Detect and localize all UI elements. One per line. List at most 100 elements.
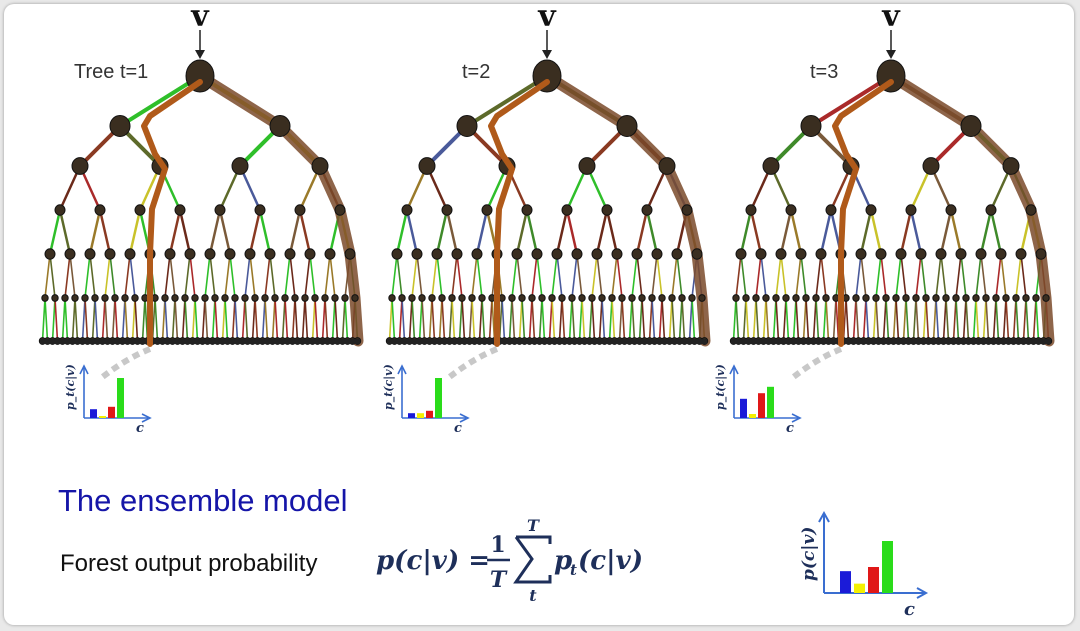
tree-edge	[899, 208, 913, 256]
tree-edge	[284, 253, 291, 299]
tree-node	[521, 204, 533, 216]
tree-edge	[274, 297, 279, 342]
tree-2-title: t=2	[462, 61, 490, 83]
formula-rhs-sub: t	[570, 561, 577, 579]
tree-node	[922, 157, 940, 175]
tree-edge	[189, 253, 196, 299]
tree-node	[418, 157, 436, 175]
tree-edge	[304, 253, 311, 299]
tree-node	[671, 248, 683, 260]
tree-edge	[975, 297, 980, 342]
tree-node	[401, 204, 413, 216]
histogram-bar	[767, 386, 774, 418]
tree-edge	[541, 297, 546, 342]
tree-edge	[869, 208, 883, 256]
tree-edge	[411, 297, 416, 342]
tree-node	[304, 248, 316, 260]
tree-edge	[909, 208, 923, 256]
histogram-x-arrowhead	[459, 413, 470, 423]
tree-edge	[809, 74, 893, 128]
histogram-bar	[758, 393, 765, 418]
tree-edge	[852, 297, 857, 342]
tree-edge	[671, 253, 678, 299]
tree-edge	[1012, 297, 1017, 342]
tree-edge	[892, 297, 897, 342]
tree-edge	[121, 297, 126, 342]
tree-edge	[995, 297, 1000, 342]
tree-edge	[44, 253, 51, 299]
tree-node	[456, 115, 478, 137]
tree-edge	[895, 297, 900, 342]
tree-edge	[902, 297, 907, 342]
leaf-row	[731, 339, 1051, 344]
tree-node	[334, 204, 346, 216]
tree-edge	[992, 297, 997, 342]
tree-edge	[900, 253, 907, 299]
tree-edge	[408, 297, 413, 342]
tree-edge	[735, 297, 740, 342]
histogram-bar	[90, 409, 97, 418]
tree-edge	[416, 253, 423, 299]
tree-edge	[775, 297, 780, 342]
tree-edge	[598, 297, 603, 342]
tree-edge	[396, 253, 403, 299]
tree-edge	[301, 297, 306, 342]
tree-edge	[885, 297, 890, 342]
tree-edge	[471, 253, 478, 299]
ensemble-bar	[840, 571, 851, 593]
tree-edge	[651, 253, 658, 299]
formula-numerator: 1	[490, 532, 505, 558]
histogram-x-arrowhead	[141, 413, 152, 423]
histogram-y-label: p_t(c|v)	[714, 364, 728, 410]
tree-edge	[641, 297, 646, 342]
tree-edge	[104, 297, 109, 342]
tree-node	[902, 294, 910, 302]
tree-edge	[109, 253, 116, 299]
tree-node	[1015, 248, 1027, 260]
histogram-bar	[417, 413, 424, 418]
tree-edge	[920, 253, 927, 299]
leaf-to-histogram-arrow	[789, 346, 843, 382]
tree-edge	[779, 208, 793, 256]
tree-edge	[321, 297, 326, 342]
tree-edge	[880, 253, 887, 299]
tree-edge	[161, 297, 166, 342]
tree-edge	[395, 208, 409, 256]
tree-edge	[51, 297, 56, 342]
tree-node	[131, 294, 139, 302]
tree-edge	[611, 253, 618, 299]
tree-edge	[191, 297, 196, 342]
tree-edge	[284, 297, 289, 342]
tree-edge	[154, 297, 159, 342]
tree-node	[945, 204, 957, 216]
tree-node	[54, 204, 66, 216]
tree-edge	[84, 253, 91, 299]
tree-node	[775, 248, 787, 260]
tree-edge	[556, 253, 563, 299]
tree-node	[161, 294, 169, 302]
histogram-bar	[749, 414, 756, 418]
tree-node	[872, 294, 880, 302]
tree-edge	[521, 297, 526, 342]
tree-node	[862, 294, 870, 302]
tree-node	[508, 294, 516, 302]
tree-edge	[451, 297, 456, 342]
tree-edge	[939, 208, 953, 256]
leaf-row	[387, 339, 707, 344]
tree-edge	[860, 253, 867, 299]
tree-node	[331, 294, 339, 302]
tree-node	[548, 294, 556, 302]
tree-node	[658, 157, 676, 175]
tree-node	[481, 204, 493, 216]
tree-node	[942, 294, 950, 302]
tree-edge	[949, 208, 963, 256]
tree-edge	[905, 297, 910, 342]
tree-edge	[915, 297, 920, 342]
tree-edge	[331, 297, 336, 342]
histogram-bar	[408, 413, 415, 418]
tree-edge	[631, 297, 636, 342]
tree-edge	[174, 297, 179, 342]
tree-node	[441, 204, 453, 216]
tree-node	[678, 294, 686, 302]
tree-edge	[739, 208, 753, 256]
